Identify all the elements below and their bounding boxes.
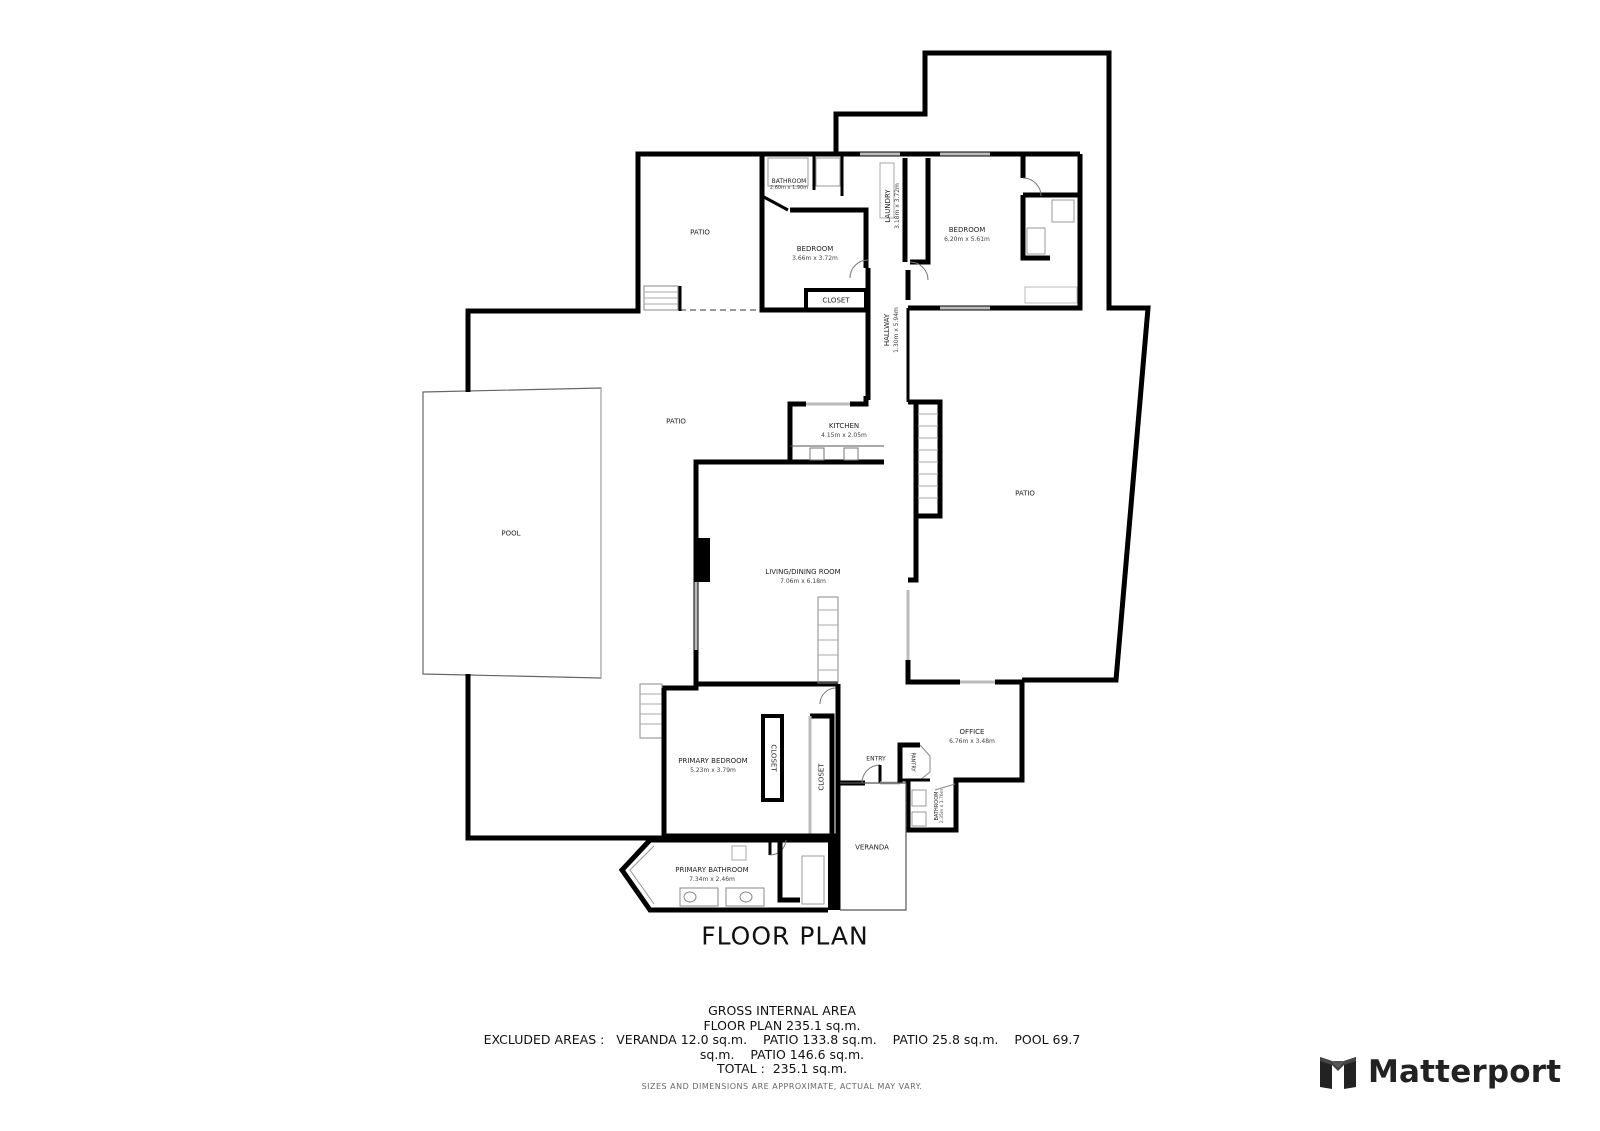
room-label-kitchen: KITCHEN 4.15m x 2.05m xyxy=(821,422,867,440)
area-excluded-line1: EXCLUDED AREAS : VERANDA 12.0 sq.m. PATI… xyxy=(483,1032,1081,1048)
room-label-patio-main: PATIO xyxy=(666,418,686,427)
room-dimensions: 4.15m x 2.05m xyxy=(821,432,867,439)
room-dimensions: 1.30m x 5.94m xyxy=(893,307,900,353)
room-label-pantry: PANTRY xyxy=(908,752,917,771)
pool-outline xyxy=(422,387,602,679)
room-name: PRIMARY BATHROOM xyxy=(675,866,749,874)
room-name: PATIO xyxy=(666,417,686,426)
area-heading: GROSS INTERNAL AREA xyxy=(708,1003,856,1018)
room-name: BEDROOM xyxy=(796,245,834,253)
right-patio-walls xyxy=(905,399,1022,685)
primary-bathroom-walls xyxy=(618,837,828,913)
floor-plan-title: FLOOR PLAN xyxy=(701,921,869,951)
room-name: ENTRY xyxy=(866,755,886,763)
living-dining-walls xyxy=(693,538,839,705)
room-name: HALLWAY xyxy=(883,313,891,347)
room-label-patio-right: PATIO xyxy=(1015,490,1035,499)
room-name: OFFICE xyxy=(959,728,985,736)
upper-patio-walls xyxy=(833,50,1151,683)
room-dimensions: 3.18m x 3.72m xyxy=(894,183,901,229)
area-excluded-line2: sq.m. PATIO 146.6 sq.m. xyxy=(699,1046,865,1062)
area-total: TOTAL : 235.1 sq.m. xyxy=(716,1061,848,1077)
room-label-office: OFFICE 6.76m x 3.48m xyxy=(949,728,995,746)
room-label-entry: ENTRY xyxy=(866,755,885,764)
room-name: LAUNDRY xyxy=(884,189,892,223)
room-name: CLOSET xyxy=(769,744,778,772)
room-label-veranda: VERANDA xyxy=(855,844,889,853)
room-dimensions: 2.60m x 1.90m xyxy=(769,185,809,191)
room-name: CLOSET xyxy=(817,763,826,791)
room-label-living-dining: LIVING/DINING ROOM 7.06m x 6.18m xyxy=(765,568,840,586)
room-label-closet-a: CLOSET xyxy=(769,744,778,771)
room-name: BATHROOM xyxy=(771,178,807,185)
room-dimensions: 5.23m x 3.79m xyxy=(690,767,736,774)
room-name: POOL xyxy=(501,529,521,538)
room-name: PANTRY xyxy=(909,752,916,772)
room-name: BEDROOM xyxy=(948,226,986,234)
veranda-outline xyxy=(828,782,907,911)
kitchen-walls xyxy=(787,396,884,465)
entry-office-walls xyxy=(835,680,1025,910)
area-summary: GROSS INTERNAL AREA FLOOR PLAN 235.1 sq.… xyxy=(472,1003,1092,1077)
disclaimer-text: SIZES AND DIMENSIONS ARE APPROXIMATE, AC… xyxy=(641,1082,923,1091)
room-label-closet-top: CLOSET xyxy=(822,297,849,306)
room-name: LIVING/DINING ROOM xyxy=(765,568,841,576)
room-name: CLOSET xyxy=(822,296,850,305)
top-rooms-walls xyxy=(638,151,1083,402)
room-name: PATIO xyxy=(1015,489,1035,498)
room-label-bedroom-left: BEDROOM 3.66m x 3.72m xyxy=(792,245,838,263)
room-label-closet-b: CLOSET xyxy=(818,763,827,790)
room-dimensions: 7.34m x 2.46m xyxy=(689,876,735,883)
room-label-primary-bedroom: PRIMARY BEDROOM 5.23m x 3.79m xyxy=(678,757,747,775)
matterport-logo-icon xyxy=(1320,1057,1356,1089)
room-name: KITCHEN xyxy=(828,422,860,430)
room-label-pool: POOL xyxy=(501,530,520,539)
room-dimensions: 7.06m x 6.18m xyxy=(780,578,826,585)
room-name: VERANDA xyxy=(855,843,889,852)
brand-name: Matterport xyxy=(1368,1054,1562,1090)
primary-bedroom-walls xyxy=(661,688,840,839)
room-dimensions: 3.66m x 3.72m xyxy=(792,255,838,262)
room-name: PATIO xyxy=(690,228,710,237)
matterport-brand: Matterport xyxy=(1318,1053,1561,1091)
room-dimensions: 6.76m x 3.48m xyxy=(949,738,995,745)
room-dimensions: 6.20m x 5.61m xyxy=(944,236,990,243)
room-label-bedroom-right: BEDROOM 6.20m x 5.61m xyxy=(944,226,990,244)
area-floor-plan: FLOOR PLAN 235.1 sq.m. xyxy=(703,1017,861,1033)
room-label-primary-bathroom: PRIMARY BATHROOM 7.34m x 2.46m xyxy=(675,866,748,884)
room-dimensions: 2.35m x 1.76m xyxy=(940,788,945,824)
room-name: PRIMARY BEDROOM xyxy=(678,757,748,765)
room-label-patio-top: PATIO xyxy=(690,229,710,238)
